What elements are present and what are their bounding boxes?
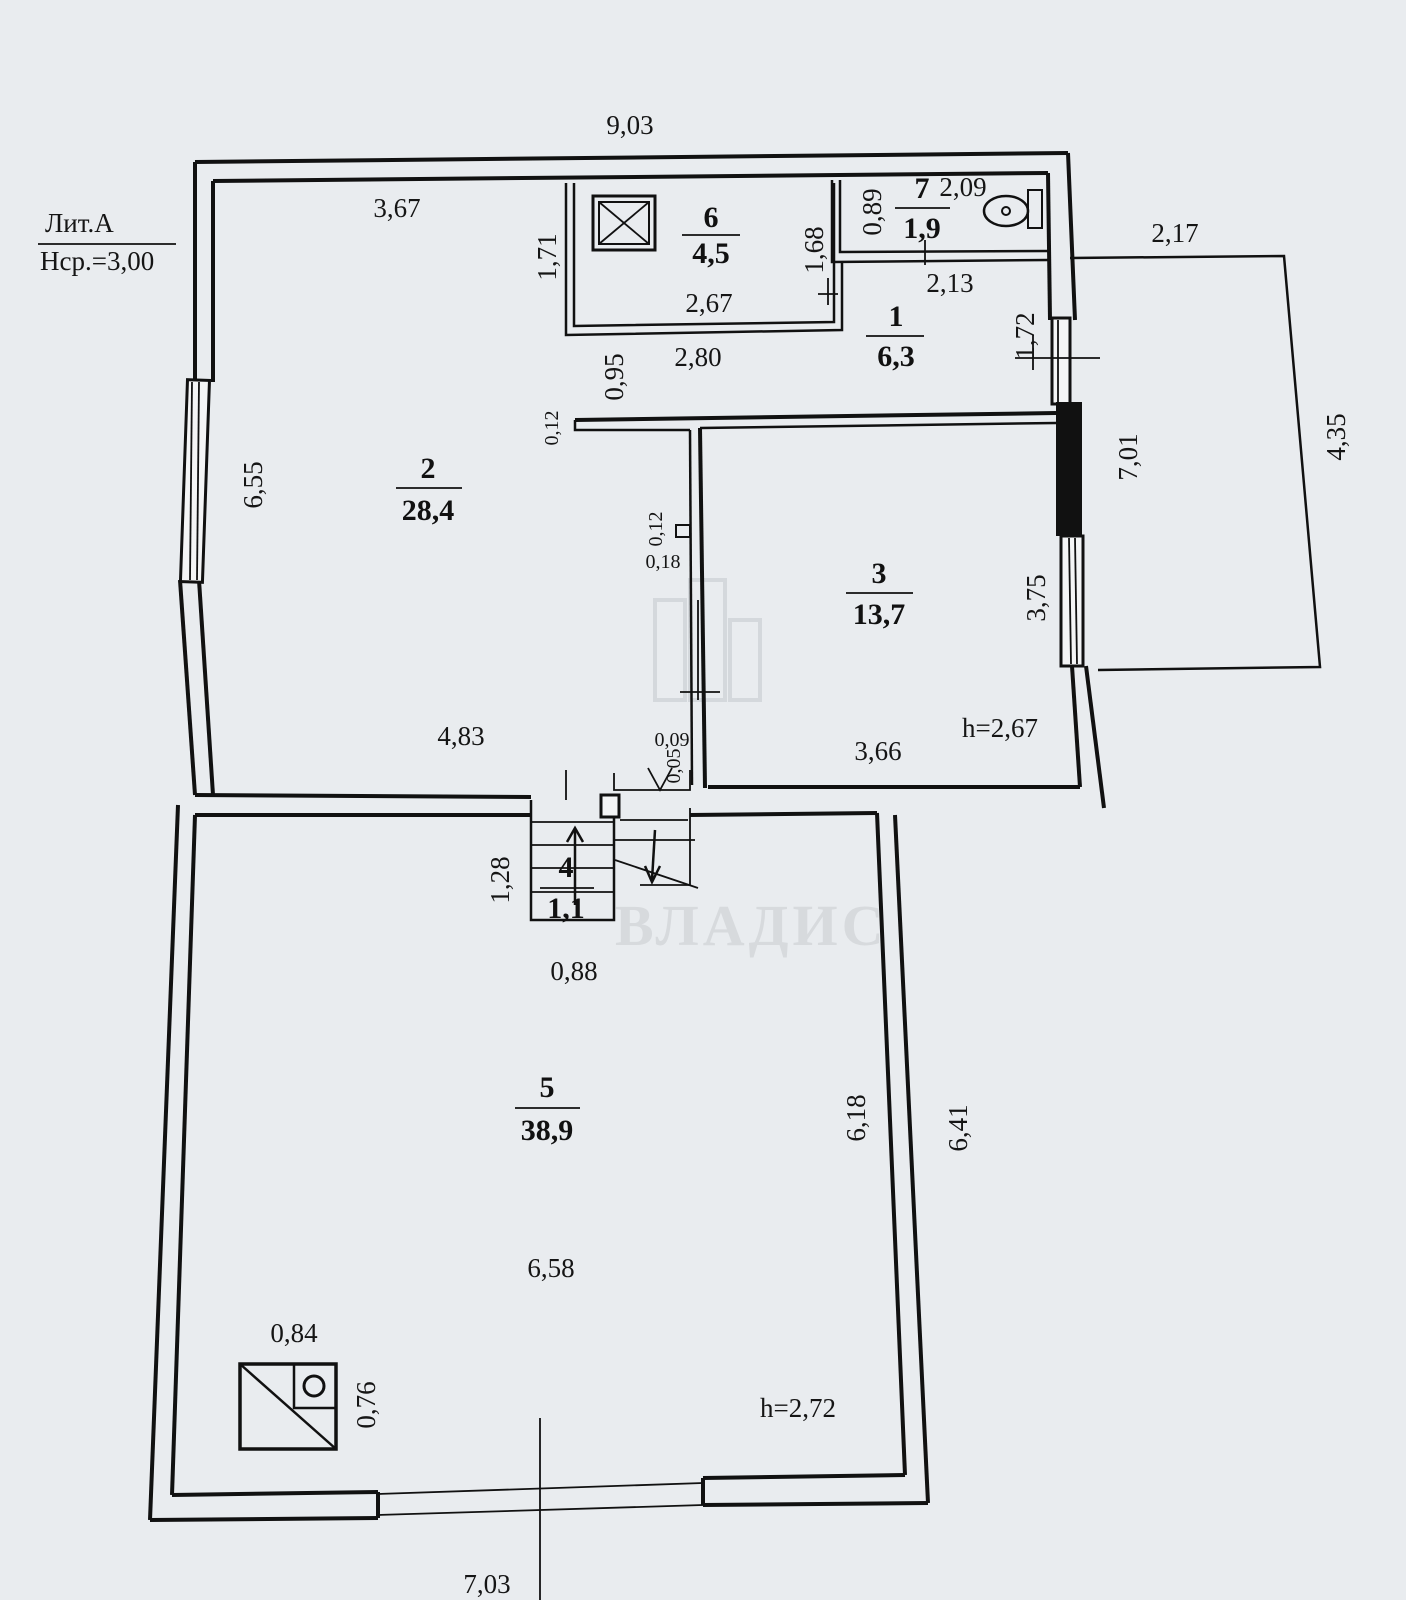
dim-hall-width: 2,13: [926, 268, 973, 298]
room-label-1: 1 6,3: [866, 300, 924, 373]
dim-r6-bottom: 2,67: [685, 288, 732, 318]
room-label-6: 6 4,5: [682, 201, 740, 270]
room-label-4: 4 1,1: [540, 851, 594, 925]
door-marks: [680, 240, 1100, 700]
inner-walls: [564, 180, 1057, 789]
dim-hall-right: 1,72: [1010, 312, 1040, 359]
dim-r7-height: 0,89: [857, 188, 887, 235]
svg-text:3: 3: [872, 557, 887, 590]
svg-text:5: 5: [540, 1071, 555, 1104]
dim-hall-left: 0,95: [599, 353, 629, 400]
room-label-2: 2 28,4: [396, 452, 462, 527]
svg-text:1: 1: [889, 300, 904, 333]
avg-height-label: Нср.=3,00: [40, 246, 154, 276]
room-label-3: 3 13,7: [846, 557, 913, 631]
dim-r2-top: 3,67: [373, 193, 420, 223]
svg-text:2: 2: [421, 452, 436, 485]
dim-porch-right: 4,35: [1321, 413, 1351, 460]
dim-right-total: 7,01: [1113, 433, 1143, 480]
porch-outline: [1069, 254, 1322, 672]
dim-r5-outer-right: 6,41: [943, 1104, 973, 1151]
shower-icon: [591, 194, 657, 252]
dim-r3-right: 3,75: [1021, 574, 1051, 621]
dim-r5-inner-right: 6,18: [841, 1094, 871, 1141]
dim-r7-width: 2,09: [939, 172, 986, 202]
svg-text:7: 7: [915, 172, 930, 205]
dim-porch-top: 2,17: [1151, 218, 1198, 248]
dim-r6-right: 1,68: [799, 226, 829, 273]
window-right-upper: [1050, 316, 1072, 406]
svg-text:4: 4: [559, 851, 574, 884]
window-bottom: [377, 1418, 704, 1600]
outer-walls-upper: [178, 151, 1106, 809]
svg-text:1,9: 1,9: [903, 212, 941, 245]
staircase: [529, 767, 699, 922]
svg-text:4,5: 4,5: [692, 237, 730, 270]
watermark-building-icon: [653, 578, 762, 702]
dim-hall-bottom: 2,80: [674, 342, 721, 372]
dim-stair-height: 1,28: [485, 856, 515, 903]
svg-text:13,7: 13,7: [853, 598, 906, 631]
dim-boiler-height: 0,76: [351, 1381, 381, 1428]
svg-text:6: 6: [704, 201, 719, 234]
room5-height: h=2,72: [760, 1393, 836, 1423]
svg-text:6,3: 6,3: [877, 340, 915, 373]
room-label-5: 5 38,9: [515, 1071, 580, 1147]
toilet-icon: [982, 189, 1043, 229]
svg-text:38,9: 38,9: [521, 1114, 574, 1147]
boiler-icon: [238, 1362, 338, 1451]
dim-r3-bottom: 3,66: [854, 736, 901, 766]
window-right-lower: [1056, 402, 1085, 668]
dim-stair-width: 0,88: [550, 956, 597, 986]
dim-wall-c: 0,18: [646, 551, 681, 573]
dim-r2-bottom: 4,83: [437, 721, 484, 751]
svg-text:1,1: 1,1: [547, 892, 585, 925]
window-left: [178, 378, 212, 584]
dim-step-b: 0,05: [663, 749, 685, 784]
room3-height: h=2,67: [962, 713, 1038, 743]
svg-text:28,4: 28,4: [402, 494, 455, 527]
dim-wall-a: 0,12: [541, 411, 563, 446]
watermark-text: ВЛАДИС: [615, 893, 887, 958]
lit-label: Лит.А: [45, 208, 114, 238]
dim-boiler-width: 0,84: [270, 1318, 318, 1348]
dim-bottom-total: 7,03: [463, 1569, 510, 1599]
room-label-7: 7 1,9: [895, 172, 950, 245]
dim-top-total: 9,03: [606, 110, 653, 140]
dim-wall-b: 0,12: [645, 512, 667, 547]
outer-walls-lower: [148, 804, 930, 1522]
dim-r6-height: 1,71: [532, 233, 562, 280]
dim-step-a: 0,09: [655, 729, 690, 751]
dim-r5-bottom: 6,58: [527, 1253, 574, 1283]
dim-r2-left: 6,55: [238, 461, 268, 508]
